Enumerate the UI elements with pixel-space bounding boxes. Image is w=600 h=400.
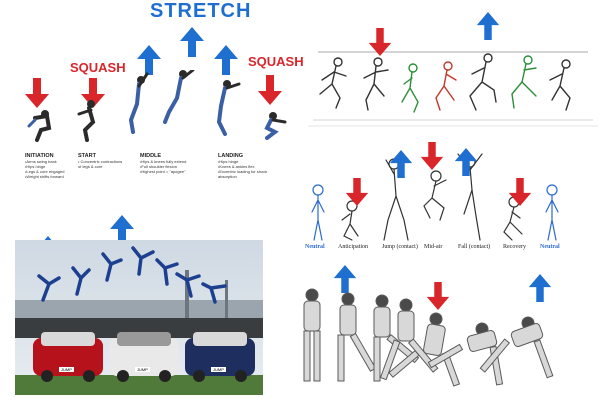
car-red — [33, 332, 103, 382]
pose-label-mid-air: Mid-air — [424, 244, 443, 250]
section-line: •Highest point = "apogee" — [140, 169, 186, 174]
section-line: •Hips hinge — [218, 159, 239, 164]
jumper-sequence-figures — [27, 70, 287, 142]
pose-sequence-panel: Neutral Anticipation Jump (contact) Mid-… — [300, 140, 600, 270]
pose-label-neutral: Neutral — [305, 244, 325, 250]
up-arrow-icon — [454, 148, 478, 176]
pose-label-fall-contact: Fall (contact) — [458, 244, 491, 250]
up-arrow-icon — [180, 27, 204, 57]
section-title: START — [78, 153, 96, 159]
pose-label-jump-contact: Jump (contact) — [382, 244, 418, 250]
squash-label-left: SQUASH — [70, 60, 126, 75]
stretch-label: STRETCH — [150, 0, 252, 22]
section-line: • Concentric contractions — [78, 159, 123, 164]
squash-label-right: SQUASH — [248, 54, 304, 69]
section-line: •Arms swing back — [25, 159, 57, 164]
section-line: •Full shoulder flexion — [140, 164, 177, 169]
pitcher-figures — [303, 288, 554, 387]
up-arrow-icon — [389, 150, 413, 178]
section-line: •Knees & ankles flex — [218, 164, 255, 169]
up-arrow-icon — [476, 12, 500, 40]
pitcher-sequence-photo — [290, 285, 590, 397]
section-line: •Legs & core engaged — [25, 169, 65, 174]
pose-label-neutral-end: Neutral — [540, 244, 560, 250]
pose-sequence-drawing — [311, 153, 559, 241]
down-arrow-icon — [345, 178, 369, 206]
section-line: •Hips hinge — [25, 164, 46, 169]
section-line: •Eccentric loading for shock — [218, 169, 268, 174]
top-left-panel: STRETCH SQUASH SQUASH — [0, 0, 310, 215]
plate-white: JUMP — [135, 367, 150, 372]
plate-red: JUMP — [59, 367, 74, 372]
section-title: MIDDLE — [140, 153, 162, 159]
section-start: START • Concentric contractions of legs … — [78, 153, 140, 169]
run-cycle-drawing — [308, 51, 598, 127]
section-landing: LANDING •Hips hinge •Knees & ankles flex… — [218, 153, 298, 179]
section-line: of legs & core — [78, 164, 103, 169]
section-initiation: INITIATION •Arms swing back •Hips hinge … — [25, 153, 85, 179]
car-blue — [185, 332, 255, 382]
plate-blue: JUMP — [211, 367, 226, 372]
down-arrow-icon — [368, 28, 392, 56]
section-title: LANDING — [218, 153, 244, 159]
pose-label-anticipation: Anticipation — [338, 244, 368, 250]
car-white — [109, 332, 179, 382]
section-middle: MIDDLE •Hips & knees fully extend •Full … — [140, 153, 210, 174]
section-line: absorption — [218, 174, 237, 179]
down-arrow-icon — [508, 178, 532, 206]
jump-over-cars-photo: JUMP JUMP JUMP — [15, 240, 263, 395]
run-cycle-sketch-panel — [308, 40, 598, 128]
section-line: •Hips & knees fully extend — [140, 159, 187, 164]
pose-label-recovery: Recovery — [503, 244, 526, 250]
section-title: INITIATION — [25, 153, 54, 159]
section-line: •Weight shifts forward — [25, 174, 64, 179]
down-arrow-icon — [420, 142, 444, 170]
